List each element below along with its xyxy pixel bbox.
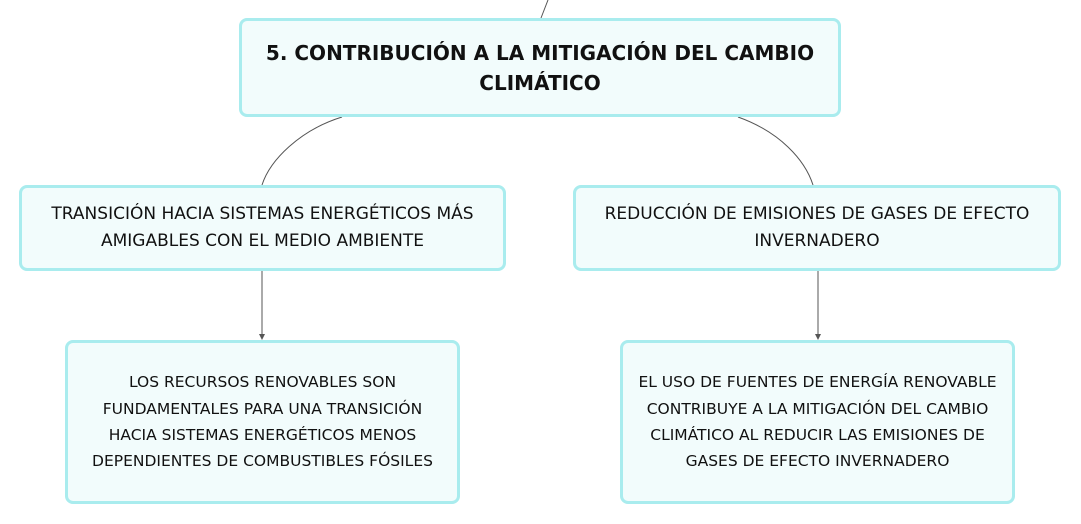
- subtopic-label-renewable-resources: LOS RECURSOS RENOVABLES SON FUNDAMENTALE…: [92, 373, 433, 471]
- connector-parent-above: [540, 0, 549, 19]
- connector-root-to-right-branch: [737, 116, 814, 186]
- subtopic-node-renewable-energy-use[interactable]: EL USO DE FUENTES DE ENERGÍA RENOVABLE C…: [620, 340, 1015, 504]
- subtopic-label-renewable-energy-use: EL USO DE FUENTES DE ENERGÍA RENOVABLE C…: [638, 373, 997, 471]
- subtopic-node-renewable-resources[interactable]: LOS RECURSOS RENOVABLES SON FUNDAMENTALE…: [65, 340, 460, 504]
- branch-label-energy-transition: TRANSICIÓN HACIA SISTEMAS ENERGÉTICOS MÁ…: [51, 203, 474, 251]
- branch-node-energy-transition[interactable]: TRANSICIÓN HACIA SISTEMAS ENERGÉTICOS MÁ…: [19, 185, 506, 271]
- branch-label-emission-reduction: REDUCCIÓN DE EMISIONES DE GASES DE EFECT…: [604, 203, 1030, 251]
- arrowhead-left-child: [259, 334, 265, 340]
- arrowhead-right-child: [815, 334, 821, 340]
- root-topic-label: 5. CONTRIBUCIÓN A LA MITIGACIÓN DEL CAMB…: [265, 40, 815, 95]
- connector-root-to-left-branch: [261, 116, 343, 186]
- branch-node-emission-reduction[interactable]: REDUCCIÓN DE EMISIONES DE GASES DE EFECT…: [573, 185, 1061, 271]
- root-topic-node[interactable]: 5. CONTRIBUCIÓN A LA MITIGACIÓN DEL CAMB…: [239, 18, 841, 117]
